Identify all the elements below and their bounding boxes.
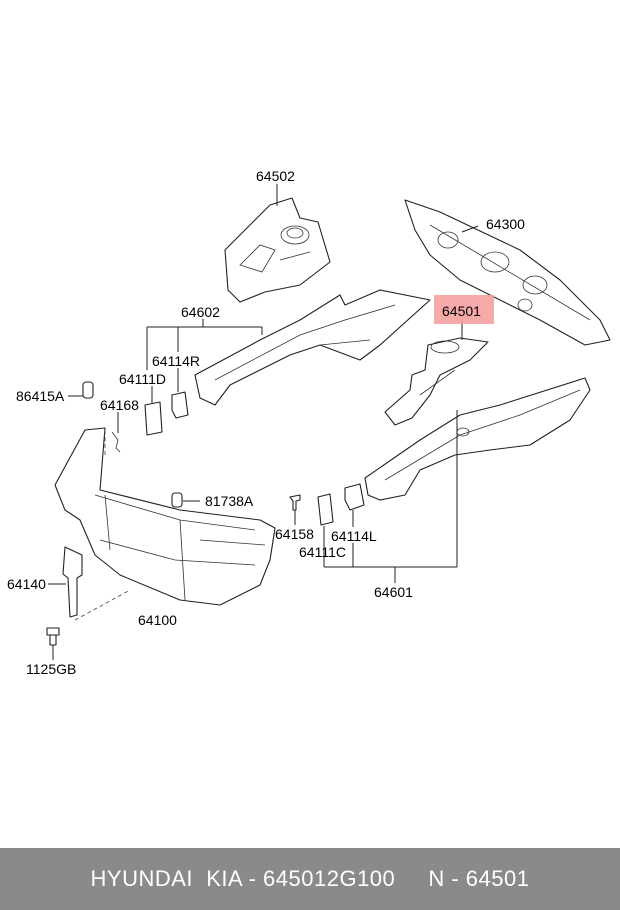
label-1125GB[interactable]: 1125GB xyxy=(26,661,77,677)
part-64501-drawing xyxy=(384,337,489,426)
label-64502[interactable]: 64502 xyxy=(256,168,295,184)
parts-diagram: 64502 64300 64602 64501 64114R 64111D 86… xyxy=(7,168,611,677)
label-64501[interactable]: 64501 xyxy=(442,303,481,319)
label-81738A[interactable]: 81738A xyxy=(205,493,254,509)
label-86415A[interactable]: 86415A xyxy=(16,388,65,404)
label-64111C[interactable]: 64111C xyxy=(299,544,346,560)
label-64111D[interactable]: 64111D xyxy=(119,371,166,387)
bracket-64111D xyxy=(144,401,163,436)
part-64601-drawing xyxy=(364,377,591,501)
part-64602-drawing xyxy=(194,289,431,406)
highlight-64501 xyxy=(434,295,494,324)
label-64114L[interactable]: 64114L xyxy=(331,528,377,544)
part-64100-drawing xyxy=(54,427,276,606)
clip-81738A xyxy=(171,492,183,508)
label-64140[interactable]: 64140 xyxy=(7,576,46,592)
label-64158[interactable]: 64158 xyxy=(275,526,314,542)
label-64114R[interactable]: 64114R xyxy=(152,353,201,369)
part-64140-drawing xyxy=(62,546,83,618)
footer-part-number: HYUNDAI KIA - 645012G100 N - 64501 xyxy=(90,866,530,891)
parts-illustration xyxy=(46,184,611,660)
label-64601[interactable]: 64601 xyxy=(374,584,413,600)
bracket-64114L xyxy=(344,483,365,511)
bolt-64158 xyxy=(289,494,301,511)
bolt-64168 xyxy=(111,431,121,453)
bracket-64114R xyxy=(171,391,189,419)
bracket-64111C xyxy=(317,493,334,526)
label-64300[interactable]: 64300 xyxy=(486,216,525,232)
label-64100[interactable]: 64100 xyxy=(138,612,177,628)
bolt-1125GB xyxy=(46,627,60,646)
label-64168[interactable]: 64168 xyxy=(100,397,139,413)
label-64602[interactable]: 64602 xyxy=(181,304,220,320)
part-64300-drawing xyxy=(404,199,611,346)
leader-lines xyxy=(48,184,479,660)
clip-86415A xyxy=(82,381,94,399)
footer-bar: HYUNDAI KIA - 645012G100 N - 64501 xyxy=(0,848,620,910)
part-64502-drawing xyxy=(224,197,331,303)
